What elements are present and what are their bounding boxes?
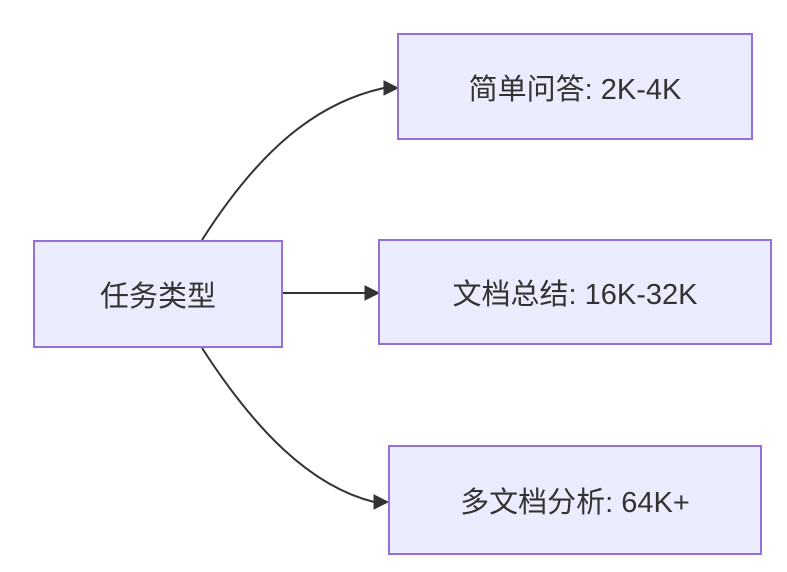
node-simple-qa-label: 简单问答: 2K-4K: [468, 73, 682, 106]
arrowhead-multi-doc-icon: [373, 494, 390, 510]
arrowhead-simple-qa-icon: [383, 80, 400, 96]
node-task-type-label: 任务类型: [99, 281, 216, 313]
arrowhead-doc-summary-icon: [364, 285, 381, 301]
node-multi-doc: 多文档分析: 64K+: [388, 445, 762, 555]
node-doc-summary-label: 文档总结: 16K-32K: [452, 279, 698, 311]
node-simple-qa: 简单问答: 2K-4K: [397, 33, 753, 140]
node-task-type: 任务类型: [33, 240, 283, 348]
node-doc-summary: 文档总结: 16K-32K: [378, 239, 772, 345]
node-multi-doc-label: 多文档分析: 64K+: [460, 487, 690, 519]
edge-task-to-multi-doc: [201, 347, 375, 503]
edge-task-to-simple-qa: [201, 87, 385, 241]
